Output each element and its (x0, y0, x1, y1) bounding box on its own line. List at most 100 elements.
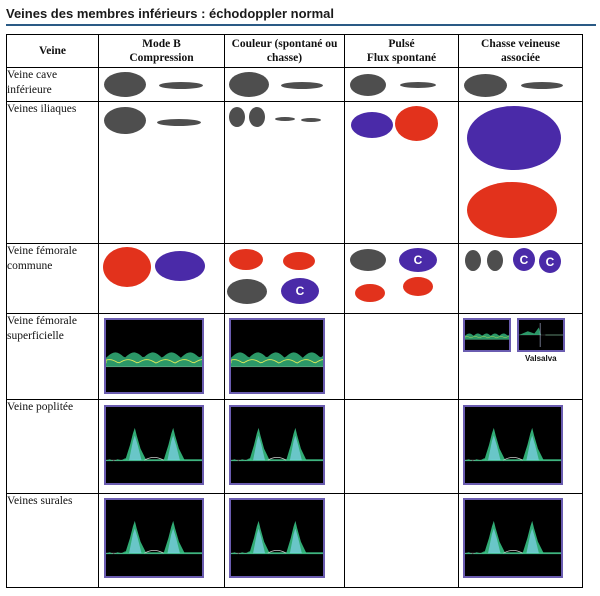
row-label: Veines surales (6, 493, 99, 588)
compression-marker: C (295, 284, 305, 298)
header-veine: Veine (6, 34, 99, 68)
compressed-blue-ellipse: C (281, 278, 319, 304)
row-veine-cave: Veine cave inférieure (6, 67, 583, 102)
row-veines-surales: Veines surales (6, 493, 583, 588)
flow-red-ellipse (467, 182, 557, 238)
cell-couleur-surales (224, 493, 345, 588)
vein-open-ellipse (104, 72, 146, 97)
vein-compressed-ellipse (157, 119, 201, 126)
valsalva-label: Valsalva (525, 354, 557, 363)
vein-open-ellipse (487, 250, 503, 271)
echodoppler-table: Veine Mode B Compression Couleur (sponta… (6, 34, 583, 588)
spectrum-trace (465, 427, 561, 462)
row-label: Veines iliaques (6, 101, 99, 244)
cell-couleur-vci (224, 67, 345, 102)
cell-pulse-iliaques (344, 101, 459, 244)
vein-open-ellipse (249, 107, 265, 127)
cell-couleur-iliaques (224, 101, 345, 244)
vein-open-ellipse (104, 107, 146, 134)
spectrum-trace (465, 520, 561, 555)
flow-red-ellipse (283, 252, 315, 270)
spectrum-trace (106, 352, 202, 368)
row-veine-femorale-commune: Veine fémorale commune C C (6, 243, 583, 314)
cell-modeb-surales (98, 493, 225, 588)
vein-compressed-ellipse (400, 82, 436, 88)
spectrum-trace (106, 427, 202, 462)
vein-compressed-ellipse (275, 117, 295, 121)
cell-pulse-vfc: C (344, 243, 459, 314)
compression-marker: C (545, 254, 555, 269)
cell-couleur-poplitee (224, 399, 345, 494)
row-label: Veine fémorale commune (6, 243, 99, 314)
flow-red-ellipse (395, 106, 438, 141)
spectrum-trace (519, 323, 563, 347)
flow-blue-ellipse (351, 112, 393, 138)
flow-blue-ellipse (467, 106, 561, 170)
row-veine-femorale-superficielle: Veine fémorale superficielle Valsalva (6, 313, 583, 400)
cell-modeb-iliaques (98, 101, 225, 244)
spectrum-trace (231, 352, 323, 368)
header-chasse: Chasse veineuse associée (458, 34, 583, 68)
row-veines-iliaques: Veines iliaques (6, 101, 583, 244)
header-mode-b: Mode B Compression (98, 34, 225, 68)
doppler-spectrum (104, 318, 204, 394)
page-title: Veines des membres inférieurs : échodopp… (6, 4, 596, 26)
cell-chasse-vfc: C C (458, 243, 583, 314)
compressed-blue-ellipse: C (399, 248, 437, 272)
vein-open-ellipse (464, 74, 507, 97)
doppler-spectrum (463, 498, 563, 578)
spectrum-trace (465, 333, 509, 340)
cell-modeb-poplitee (98, 399, 225, 494)
cell-modeb-vfs (98, 313, 225, 400)
compressed-blue-ellipse: C (539, 250, 561, 273)
vein-open-ellipse (350, 249, 386, 271)
doppler-spectrum (229, 498, 325, 578)
vein-open-ellipse (350, 74, 386, 96)
vein-open-ellipse (465, 250, 481, 271)
cell-modeb-vfc (98, 243, 225, 314)
flow-red-ellipse (403, 277, 433, 296)
flow-red-ellipse (103, 247, 151, 287)
doppler-spectrum (229, 405, 325, 485)
cell-modeb-vci (98, 67, 225, 102)
vein-open-ellipse (229, 107, 245, 127)
vein-compressed-ellipse (521, 82, 563, 89)
row-label: Veine poplitée (6, 399, 99, 494)
cell-pulse-vfs (344, 313, 459, 400)
doppler-spectrum (104, 405, 204, 485)
flow-blue-ellipse (155, 251, 205, 281)
doppler-spectrum-valsalva (517, 318, 565, 352)
vein-compressed-ellipse (301, 118, 321, 122)
spectrum-trace (231, 427, 323, 462)
compressed-blue-ellipse: C (513, 248, 535, 271)
cell-pulse-vci (344, 67, 459, 102)
doppler-spectrum (104, 498, 204, 578)
compression-marker: C (413, 253, 423, 267)
vein-compressed-ellipse (159, 82, 203, 89)
header-pulse: Pulsé Flux spontané (344, 34, 459, 68)
flow-red-ellipse (355, 284, 385, 302)
vein-compressed-ellipse (281, 82, 323, 89)
doppler-spectrum (463, 318, 511, 352)
header-row: Veine Mode B Compression Couleur (sponta… (6, 34, 583, 68)
row-label: Veine fémorale superficielle (6, 313, 99, 400)
spectrum-trace (231, 520, 323, 555)
compression-marker: C (519, 252, 529, 267)
doppler-spectrum (229, 318, 325, 394)
row-veine-poplitee: Veine poplitée (6, 399, 583, 494)
spectrum-trace (106, 520, 202, 555)
row-label: Veine cave inférieure (6, 67, 99, 102)
cell-couleur-vfs (224, 313, 345, 400)
cell-chasse-poplitee (458, 399, 583, 494)
cell-pulse-poplitee (344, 399, 459, 494)
cell-chasse-vci (458, 67, 583, 102)
cell-pulse-surales (344, 493, 459, 588)
cell-chasse-vfs: Valsalva (458, 313, 583, 400)
vein-open-ellipse (229, 72, 269, 97)
doppler-spectrum (463, 405, 563, 485)
cell-chasse-surales (458, 493, 583, 588)
cell-chasse-iliaques (458, 101, 583, 244)
flow-red-ellipse (229, 249, 263, 270)
header-couleur: Couleur (spontané ou chasse) (224, 34, 345, 68)
vein-open-ellipse (227, 279, 267, 304)
